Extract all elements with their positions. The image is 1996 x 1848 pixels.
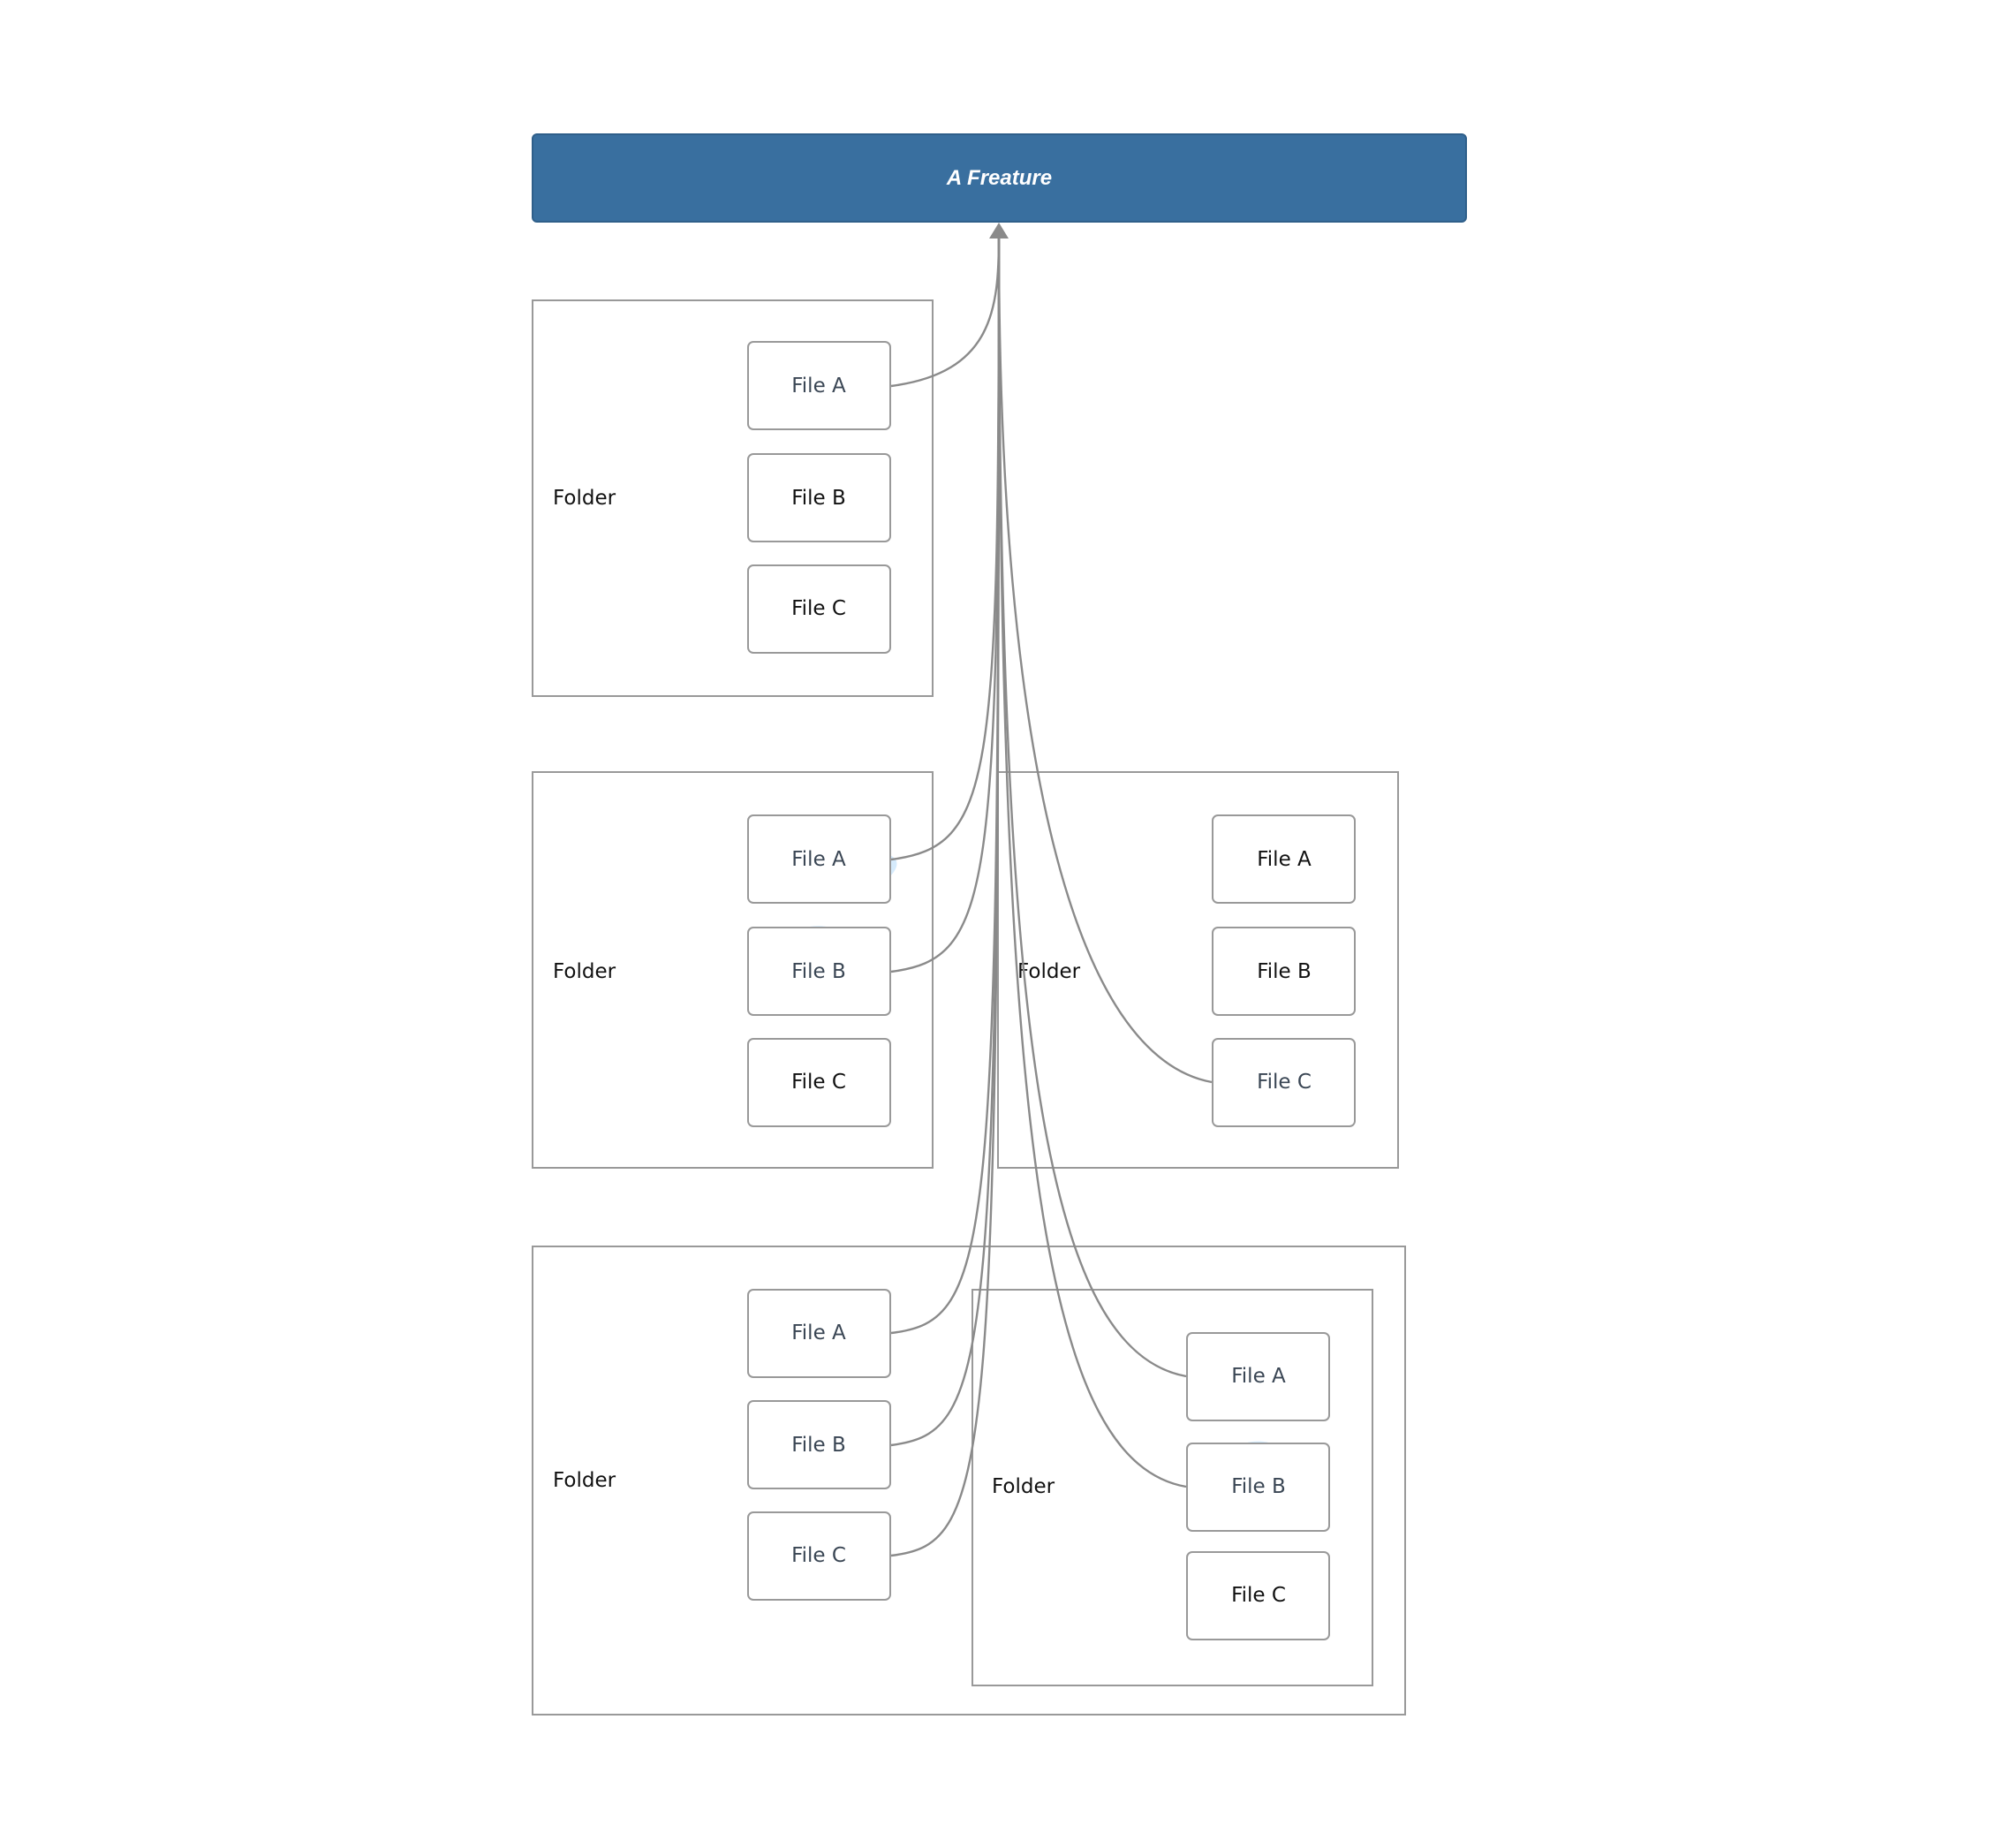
file-node[interactable] [1212, 927, 1356, 1016]
file-label: File B [1231, 1475, 1286, 1498]
file-label: File B [791, 1434, 846, 1457]
file-label: File B [791, 487, 846, 510]
connector-line [890, 235, 1001, 861]
file-label: File A [791, 848, 846, 871]
file-node[interactable] [747, 1400, 891, 1489]
file-node[interactable] [1186, 1551, 1330, 1640]
connector-line [890, 235, 1001, 1447]
file-label: File A [1231, 1365, 1286, 1388]
connector-line [997, 235, 1187, 1488]
file-label: File B [791, 960, 846, 983]
folder-label: Folder [553, 487, 616, 510]
file-label: File C [1231, 1584, 1286, 1607]
connector-line [890, 235, 1001, 973]
file-label: File A [791, 375, 846, 398]
file-label: File B [1257, 960, 1312, 983]
feature-title: A Freature [946, 165, 1053, 190]
file-node[interactable] [747, 564, 891, 654]
folder-container[interactable] [997, 771, 1399, 1169]
file-label: File C [791, 1071, 846, 1094]
folder-label: Folder [1017, 960, 1081, 983]
connector-line [890, 235, 1001, 1557]
connector-line [890, 235, 1001, 1335]
folder-container[interactable] [532, 299, 934, 697]
file-label: File A [791, 1322, 846, 1344]
file-node[interactable] [747, 1038, 891, 1127]
file-label: File C [791, 597, 846, 620]
arrowhead-icon [989, 223, 1009, 239]
file-node[interactable] [1186, 1332, 1330, 1421]
file-node[interactable] [1186, 1443, 1330, 1532]
file-node[interactable] [747, 927, 891, 1016]
file-node[interactable] [747, 341, 891, 430]
file-label: File C [1257, 1071, 1312, 1094]
folder-container[interactable] [532, 1246, 1406, 1715]
file-node[interactable] [747, 1511, 891, 1601]
file-label: File A [1257, 848, 1312, 871]
file-label: File C [791, 1544, 846, 1567]
connector-line [997, 235, 1213, 1084]
file-node[interactable] [1212, 814, 1356, 904]
file-node[interactable] [747, 453, 891, 542]
folder-label: Folder [992, 1475, 1055, 1498]
file-node[interactable] [747, 1289, 891, 1378]
connector-line [890, 235, 1001, 388]
connector-line [997, 235, 1187, 1378]
folder-label: Folder [553, 1469, 616, 1492]
file-node[interactable] [1212, 1038, 1356, 1127]
folder-label: Folder [553, 960, 616, 983]
folder-container[interactable] [532, 771, 934, 1169]
feature-node[interactable]: A Freature [532, 133, 1467, 223]
folder-container[interactable] [972, 1289, 1373, 1686]
file-node[interactable] [747, 814, 891, 904]
